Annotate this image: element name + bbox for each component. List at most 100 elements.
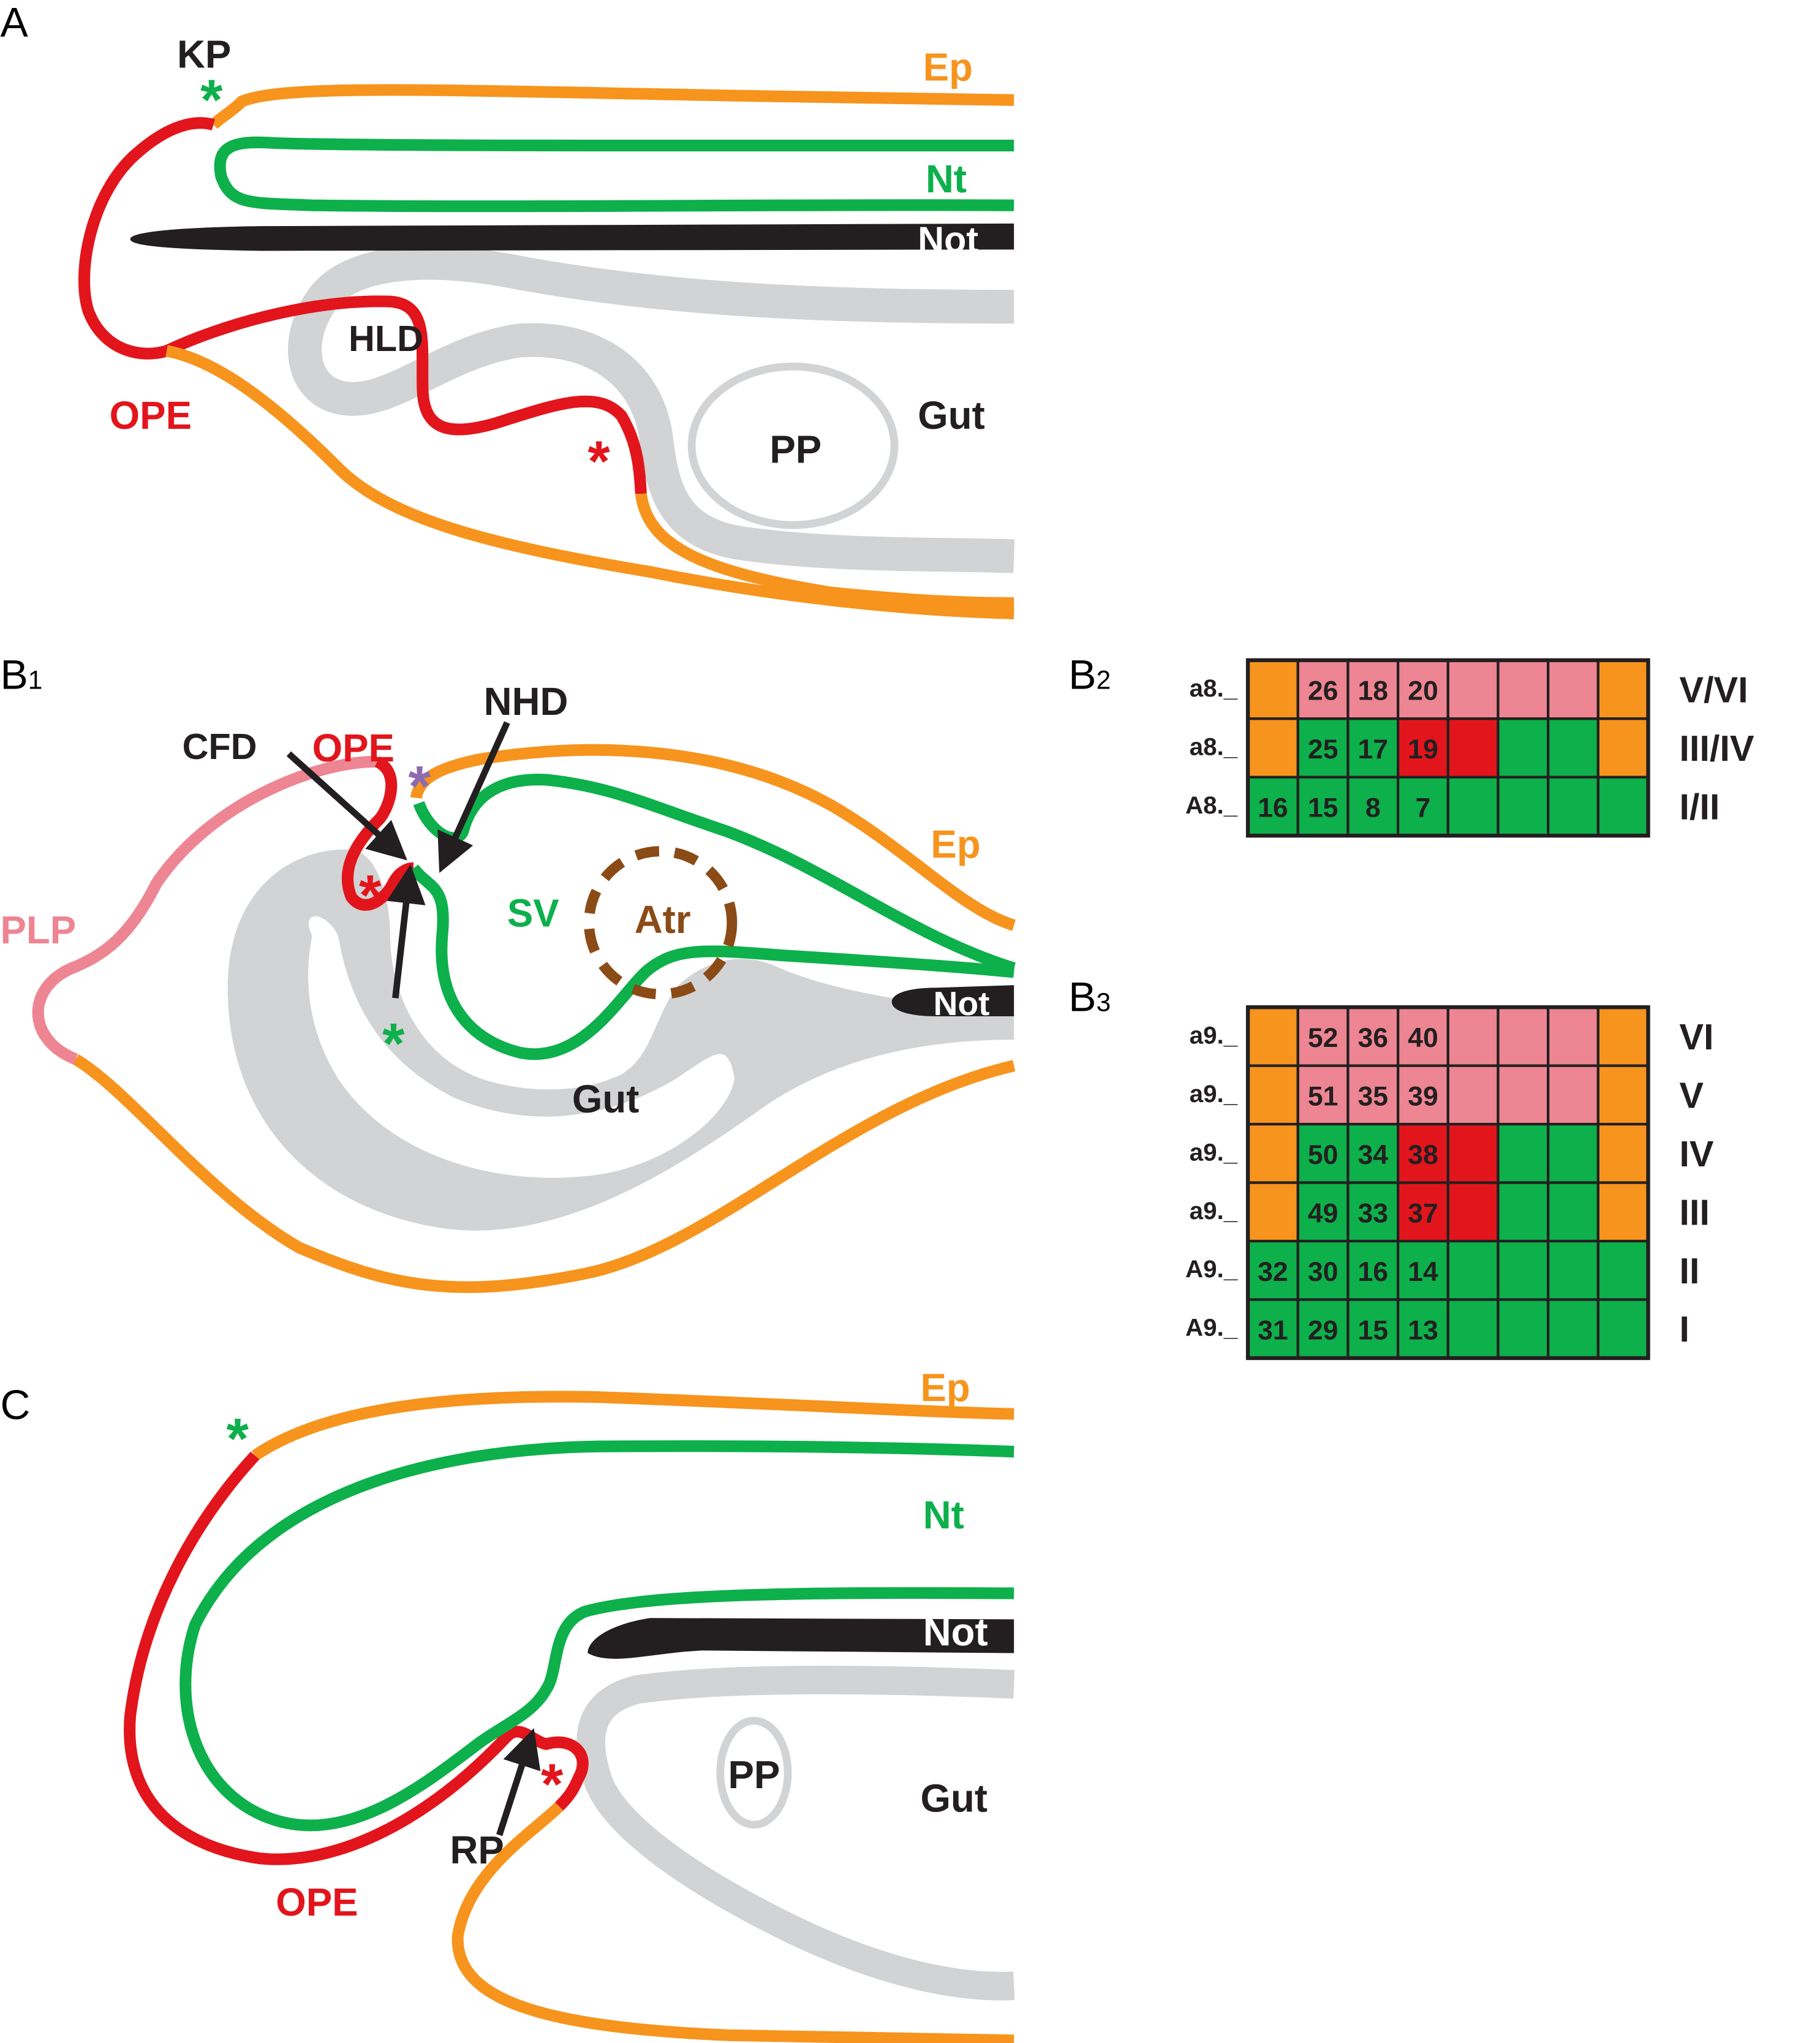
cell-value: 40 (1408, 1023, 1438, 1053)
gut-wall (576, 1666, 1015, 2001)
cell-value: 37 (1408, 1198, 1438, 1228)
row-level: I/II (1679, 786, 1720, 827)
label-not: Not (918, 219, 978, 260)
pp-ellipse (687, 362, 899, 529)
cell-value: 49 (1308, 1198, 1339, 1228)
cell-value: 7 (1416, 793, 1431, 823)
label-kp: KP (177, 32, 231, 76)
asterisk-green: * (227, 1407, 249, 1470)
row-level: III (1679, 1191, 1710, 1233)
cell-value: 8 (1365, 793, 1381, 823)
grid-cell (1596, 659, 1650, 720)
label-gut: Gut (920, 1777, 987, 1820)
cell-value: 33 (1358, 1198, 1389, 1228)
grid-cell (1497, 1122, 1550, 1184)
cell-value: 36 (1358, 1023, 1389, 1053)
ep-line-lower (165, 345, 1014, 619)
asterisk-red: * (541, 1753, 564, 1816)
grid-cell (1596, 1239, 1650, 1301)
grid-cell (1596, 1064, 1650, 1126)
rp-arrow (496, 1728, 541, 1837)
label-sv: SV (507, 892, 559, 935)
cell-value: 18 (1358, 676, 1389, 706)
grid-cell (1446, 659, 1500, 720)
cell-value: 13 (1408, 1315, 1438, 1345)
grid-cell (1547, 1006, 1599, 1067)
label-ope: OPE (312, 727, 395, 770)
grid-cell (1446, 717, 1500, 779)
label-gut: Gut (572, 1078, 640, 1121)
ope-line-head (78, 117, 647, 494)
grid-cell (1547, 776, 1599, 837)
row-level: V/VI (1679, 669, 1748, 710)
cell-value: 34 (1358, 1140, 1389, 1170)
grid-cell (1497, 1006, 1550, 1067)
grid-cell (1246, 1006, 1299, 1067)
cell-value: 20 (1408, 676, 1438, 706)
grid-cell (1497, 1298, 1550, 1360)
notochord (891, 985, 1014, 1017)
grid-cell (1497, 1064, 1550, 1126)
row-prefix: a8._ (1190, 733, 1238, 760)
label-ep: Ep (920, 1366, 970, 1410)
grid-cell (1547, 659, 1599, 720)
grid-cell (1596, 1181, 1650, 1243)
ep-line-lower (451, 1802, 1014, 2043)
grid-cell (1246, 717, 1299, 779)
grid-cell (1547, 1064, 1599, 1126)
label-not: Not (923, 1611, 988, 1654)
label-pp: PP (728, 1753, 780, 1797)
panel-a-label: A (0, 0, 28, 45)
panel-c-label: C (0, 1383, 30, 1429)
grid-cell (1596, 1122, 1650, 1184)
cell-value: 30 (1308, 1257, 1339, 1287)
grid-cell (1246, 659, 1299, 720)
cell-value: 51 (1308, 1082, 1339, 1112)
cell-value: 31 (1258, 1315, 1288, 1345)
grid-cell (1596, 1006, 1650, 1067)
grid-cell (1446, 1122, 1500, 1184)
row-prefix: a9._ (1190, 1080, 1238, 1108)
grid-cell (1446, 1298, 1500, 1360)
cell-value: 16 (1358, 1257, 1389, 1287)
grid-cell (1446, 776, 1500, 837)
grid-cell (1547, 1298, 1599, 1360)
cell-value: 29 (1308, 1315, 1339, 1345)
grid-cell (1296, 1064, 1350, 1126)
ep-upper (410, 744, 1016, 931)
cell-value: 25 (1308, 734, 1339, 765)
panel-b1-label: B1 (0, 652, 42, 698)
asterisk-arrow (387, 864, 426, 999)
notochord (587, 1618, 1014, 1659)
panel-b3-label: B3 (1068, 975, 1111, 1021)
pp-ellipse (716, 1716, 792, 1829)
grid-cell (1497, 776, 1550, 837)
grid-cell (1346, 1064, 1400, 1126)
grid-cell (1346, 776, 1400, 837)
cell-value: 15 (1358, 1315, 1389, 1345)
panel-b2-label: B2 (1068, 652, 1111, 698)
grid-cell (1446, 1064, 1500, 1126)
ep-line-top (251, 1391, 1014, 1460)
row-level: VI (1679, 1016, 1713, 1057)
cell-value: 38 (1408, 1140, 1438, 1170)
cfd-arrow (286, 751, 407, 861)
row-level: I (1679, 1309, 1690, 1350)
row-level: II (1679, 1250, 1699, 1291)
label-nt: Nt (926, 157, 967, 201)
cell-value: 16 (1258, 793, 1288, 823)
grid-cell (1497, 717, 1550, 779)
row-prefix: a9._ (1190, 1021, 1238, 1049)
grid-outline (1245, 658, 1650, 838)
asterisk-purple: * (409, 754, 431, 818)
grid-cell (1596, 1298, 1650, 1360)
grid-cell (1547, 1181, 1599, 1243)
label-ope: OPE (110, 394, 192, 437)
cell-value: 15 (1308, 793, 1339, 823)
label-hld: HLD (349, 318, 423, 359)
grid-cell (1246, 1181, 1299, 1243)
